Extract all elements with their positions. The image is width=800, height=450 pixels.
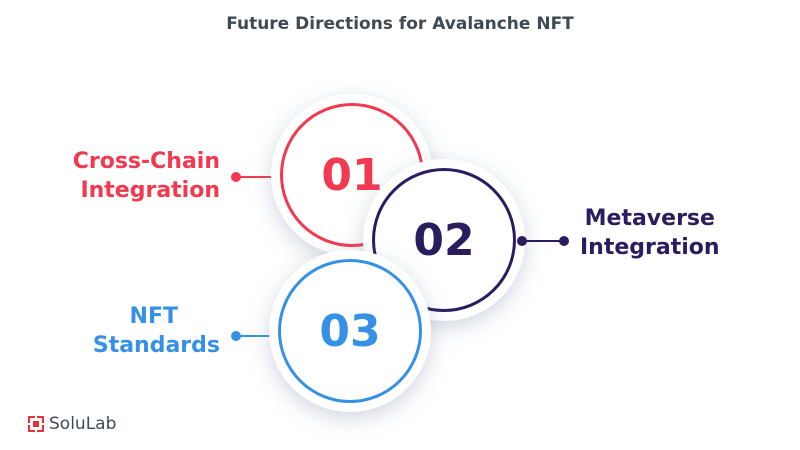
page-title: Future Directions for Avalanche NFT [226, 14, 574, 34]
step-label-02: Metaverse Integration [580, 204, 720, 262]
connector-02 [517, 236, 569, 246]
label-line: Metaverse [584, 206, 715, 231]
solulab-logo-icon [28, 416, 44, 432]
label-line: NFT [129, 304, 178, 329]
label-line: Cross-Chain [72, 149, 220, 174]
step-number-02: 02 [372, 168, 516, 312]
step-circle-03: 03 [269, 250, 431, 412]
step-circle-02: 02 [363, 159, 525, 321]
brand-logo: SoluLab [28, 414, 116, 434]
label-line: Standards [92, 333, 220, 358]
label-line: Integration [80, 178, 220, 203]
step-label-01: Cross-Chain Integration [73, 147, 220, 205]
brand-name: SoluLab [49, 414, 117, 434]
label-line: Integration [580, 235, 720, 260]
step-number-03: 03 [278, 259, 422, 403]
connector-01 [231, 172, 281, 182]
step-label-03: NFT Standards [93, 302, 220, 360]
